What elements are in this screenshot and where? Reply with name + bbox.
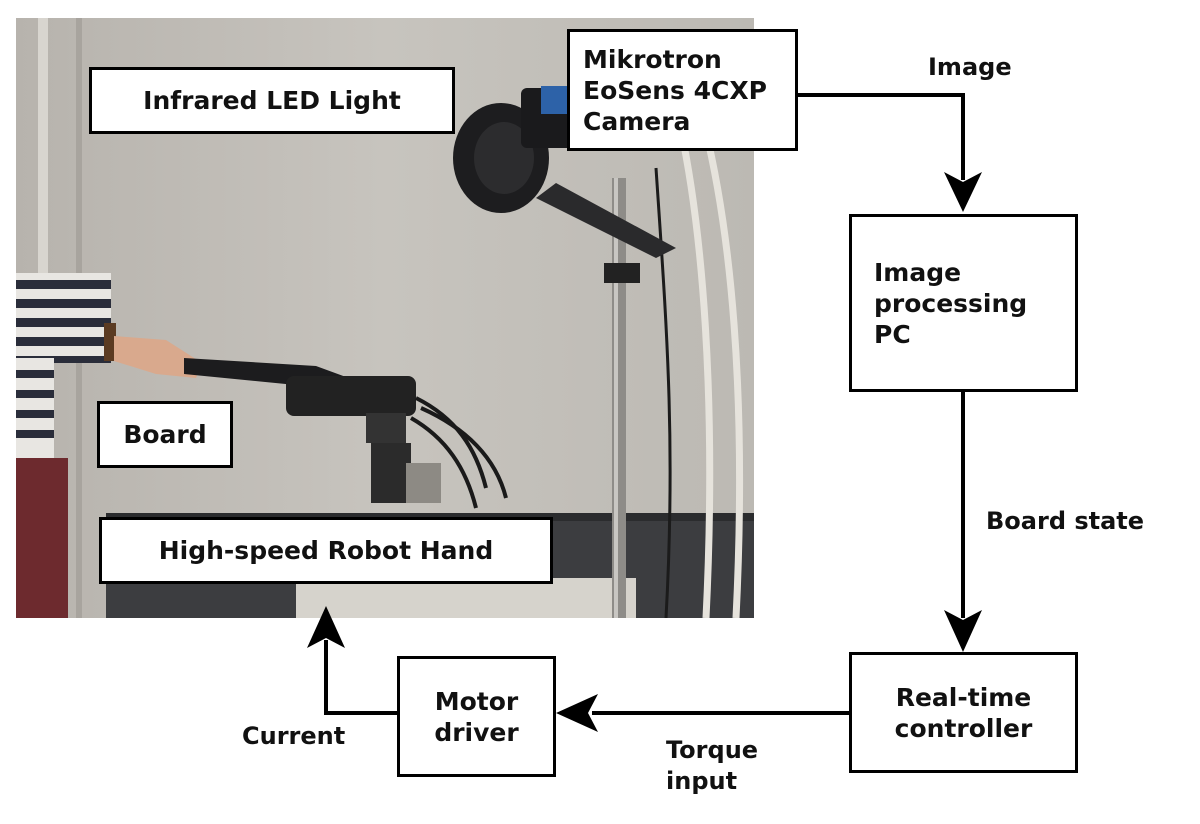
image-processing-pc-block: Image processing PC xyxy=(849,214,1078,392)
real-time-controller-block: Real-time controller xyxy=(849,652,1078,773)
infrared-led-label-box: Infrared LED Light xyxy=(89,67,455,134)
arrowhead-current xyxy=(307,606,345,648)
pc-line-3: PC xyxy=(874,319,911,349)
robot-hand-label-box: High-speed Robot Hand xyxy=(99,517,553,584)
arrowhead-image xyxy=(944,172,982,212)
board-label: Board xyxy=(123,420,207,449)
robot-hand-label: High-speed Robot Hand xyxy=(158,536,494,565)
camera-line-1: Mikrotron xyxy=(583,44,722,74)
robot-hand xyxy=(286,376,508,509)
arrowhead-board-state xyxy=(944,610,982,652)
torque-edge-label-2: input xyxy=(666,767,738,795)
torque-edge-label-1: Torque xyxy=(666,736,759,764)
arrow-current xyxy=(324,640,399,715)
motor-driver-block: Motor driver xyxy=(397,656,556,777)
camera-line-3: Camera xyxy=(583,106,691,136)
led-ring-camera xyxy=(453,86,676,258)
person-arm xyxy=(16,273,202,618)
camera-line-2: EoSens 4CXP xyxy=(583,75,767,105)
board-state-edge-label: Board state xyxy=(986,507,1145,535)
motor-driver-line-1: Motor xyxy=(434,686,519,716)
pc-line-2: processing xyxy=(874,288,1028,318)
infrared-led-label: Infrared LED Light xyxy=(143,86,401,115)
arrowhead-torque xyxy=(556,694,598,732)
board-label-box: Board xyxy=(97,401,233,468)
motor-driver-line-2: driver xyxy=(434,717,519,747)
controller-line-1: Real-time xyxy=(895,682,1032,712)
controller-line-2: controller xyxy=(894,713,1033,743)
image-edge-label: Image xyxy=(928,53,1012,81)
arrow-image xyxy=(796,93,965,180)
current-edge-label: Current xyxy=(242,722,346,750)
camera-block: Mikrotron EoSens 4CXP Camera xyxy=(567,29,798,151)
pc-line-1: Image xyxy=(874,257,962,287)
